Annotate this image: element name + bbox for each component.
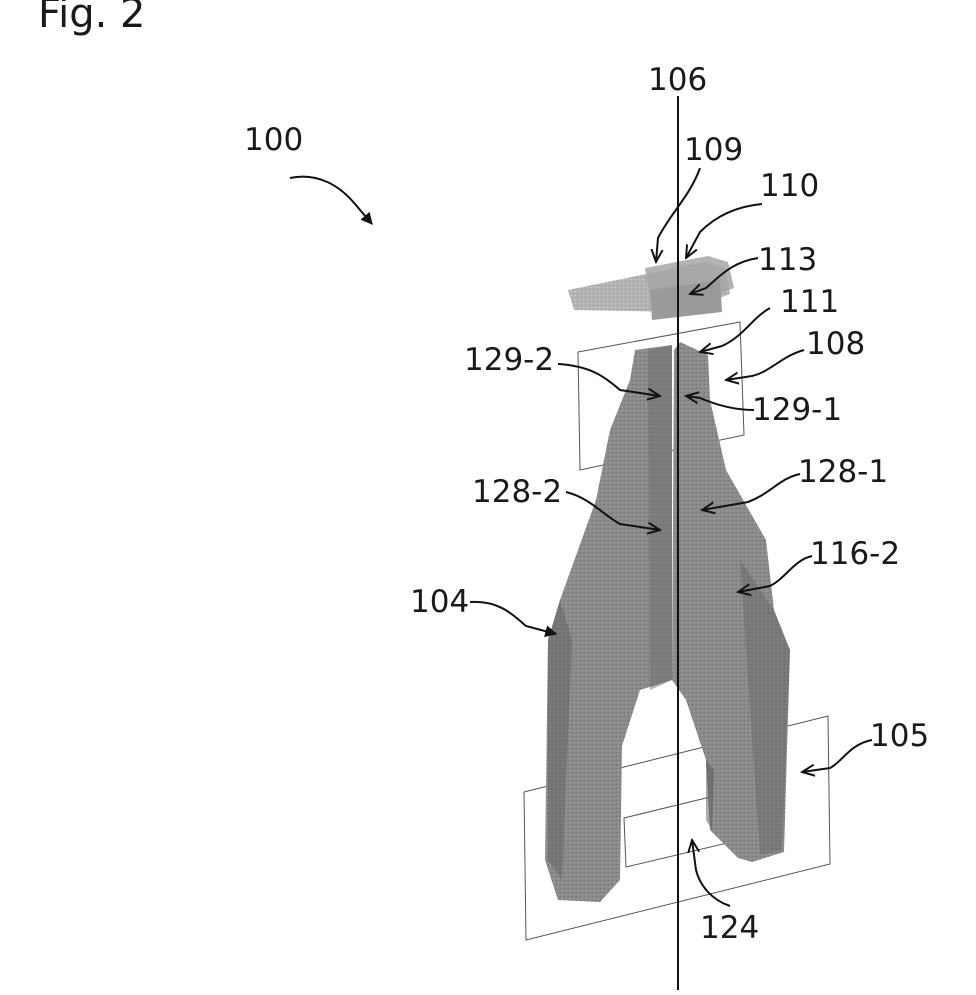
label-128-2: 128-2: [472, 474, 562, 510]
leader-105: [802, 740, 872, 772]
leader-111: [700, 308, 770, 352]
label-116-2: 116-2: [810, 536, 900, 572]
leader-110: [686, 204, 762, 258]
clamp-part: [568, 256, 734, 320]
label-124: 124: [700, 910, 759, 946]
label-100: 100: [244, 122, 303, 158]
figure-title: Fig. 2: [38, 0, 145, 37]
label-109: 109: [684, 132, 743, 168]
label-104: 104: [410, 584, 469, 620]
label-105: 105: [870, 718, 929, 754]
leader-100: [290, 177, 372, 224]
leader-108: [726, 350, 804, 380]
label-106: 106: [648, 62, 707, 98]
label-108: 108: [806, 326, 865, 362]
label-110: 110: [760, 168, 819, 204]
label-129-1: 129-1: [752, 392, 842, 428]
label-113: 113: [758, 242, 817, 278]
label-128-1: 128-1: [798, 454, 888, 490]
leader-104: [470, 602, 556, 634]
label-129-2: 129-2: [464, 342, 554, 378]
label-111: 111: [780, 284, 839, 320]
